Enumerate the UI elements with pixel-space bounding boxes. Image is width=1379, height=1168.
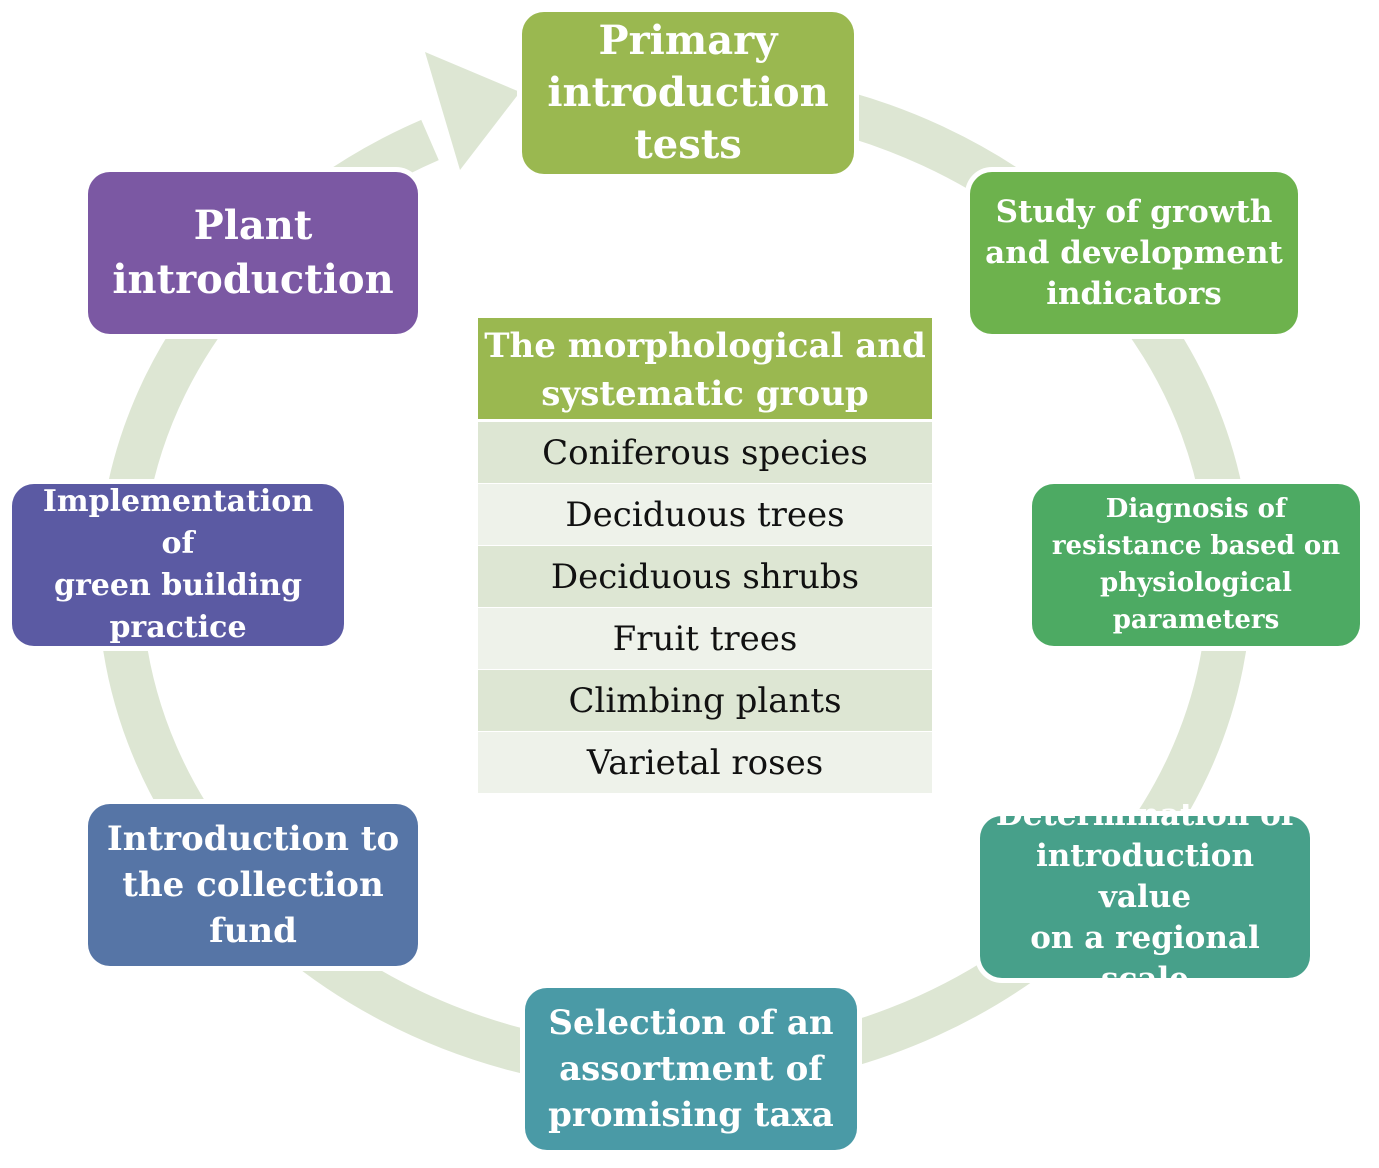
step-label: Selection of an assortment of promising …	[548, 1003, 834, 1135]
step-primary-introduction-tests: Primary introduction tests	[522, 12, 854, 174]
step-label: Implementation of green building practic…	[42, 484, 314, 645]
step-determination-of-value: Determination of introduction value on a…	[980, 797, 1310, 997]
step-label: Determination of introduction value on a…	[995, 796, 1295, 997]
step-label: Primary introduction tests	[547, 17, 829, 168]
step-introduction-to-collection: Introduction to the collection fund	[88, 804, 418, 966]
step-label: Study of growth and development indicato…	[985, 193, 1283, 312]
table-row: Coniferous species	[478, 422, 932, 484]
step-diagnosis-of-resistance: Diagnosis of resistance based on physiol…	[1032, 484, 1360, 646]
step-label: Plant introduction	[112, 202, 394, 303]
table-row: Deciduous trees	[478, 484, 932, 546]
step-plant-introduction: Plant introduction	[88, 172, 418, 334]
table-row: Climbing plants	[478, 670, 932, 732]
cycle-arrowhead	[425, 52, 520, 170]
step-implementation-green-building: Implementation of green building practic…	[12, 484, 344, 646]
step-label: Diagnosis of resistance based on physiol…	[1051, 494, 1341, 635]
table-row: Deciduous shrubs	[478, 546, 932, 608]
morphological-group-table: The morphological and systematic group C…	[478, 318, 932, 794]
table-row: Varietal roses	[478, 732, 932, 794]
step-selection-of-assortment: Selection of an assortment of promising …	[525, 988, 857, 1150]
step-study-of-growth: Study of growth and development indicato…	[970, 172, 1298, 334]
table-row: Fruit trees	[478, 608, 932, 670]
step-label: Introduction to the collection fund	[106, 819, 400, 951]
table-header: The morphological and systematic group	[478, 318, 932, 422]
